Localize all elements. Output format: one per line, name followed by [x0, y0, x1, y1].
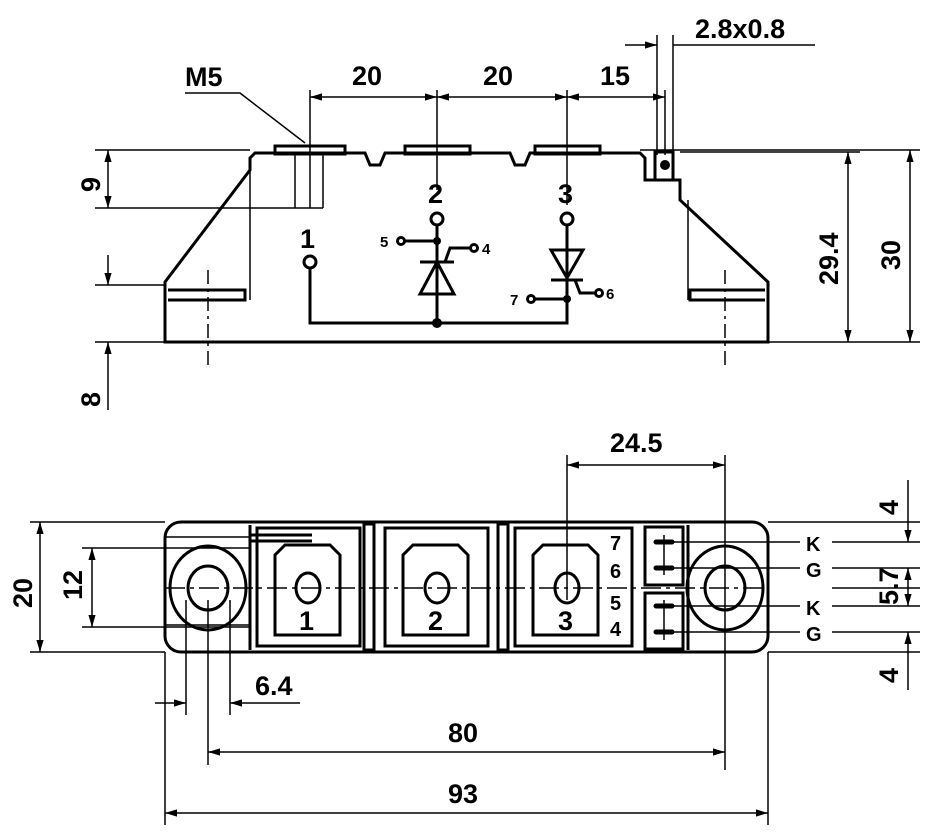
- mount-slot-right: [688, 288, 765, 302]
- terminal-3-label-top: 3: [558, 606, 573, 636]
- terminal-2-node: [429, 211, 445, 227]
- mount-slot-left: [168, 288, 247, 302]
- pin-5-number: 5: [610, 593, 621, 615]
- terminal-2-label-top: 2: [428, 606, 443, 636]
- pin-4-function: G: [806, 624, 822, 646]
- terminal-1-node: [302, 254, 318, 270]
- dim-pitch-2: 20: [483, 61, 513, 91]
- terminal-block-2: 2: [383, 526, 490, 648]
- terminal-3-node: [559, 211, 575, 227]
- pin-6-label: 6: [606, 286, 614, 303]
- dim-6-4: 6.4: [255, 671, 293, 701]
- pin-5-function: K: [806, 598, 821, 620]
- thyristor-2-symbol: [548, 248, 586, 282]
- thread-label: M5: [185, 62, 223, 92]
- pin-4-number: 4: [610, 619, 622, 641]
- gate-tab: [653, 150, 675, 182]
- dim-4-bottom: 4: [874, 668, 904, 683]
- side-view: 1 2 3 5 4 6 7 20: [76, 14, 920, 410]
- gate-tab-hole: [660, 160, 670, 170]
- pin-5-label: 5: [380, 234, 388, 251]
- pin-7-number: 7: [610, 533, 621, 555]
- module-outline-top: [163, 520, 770, 654]
- terminal-block-1: 1: [250, 526, 362, 648]
- thyristor-1-symbol: [417, 258, 457, 296]
- dim-pitch-1: 20: [352, 61, 382, 91]
- dim-5-7: 5.7: [874, 567, 904, 605]
- pin-7-function: K: [806, 534, 821, 556]
- gate-connector-lower: [643, 591, 685, 651]
- separator: [362, 522, 376, 652]
- dim-20: 20: [8, 578, 38, 608]
- dim-93: 93: [448, 779, 478, 809]
- terminal-3-label: 3: [558, 179, 573, 209]
- top-view: 1 2 3 7 6 5 4 K G: [8, 428, 920, 825]
- dim-pitch-3: 15: [600, 61, 630, 91]
- module-body-outline: [163, 151, 770, 344]
- pin-4-label: 4: [482, 241, 491, 258]
- separator: [496, 522, 510, 652]
- terminal-1-label-top: 1: [299, 606, 314, 636]
- dim-8: 8: [76, 392, 106, 407]
- circuit-schematic: 1 2 3 5 4 6 7: [300, 179, 614, 328]
- dim-4-top: 4: [874, 500, 904, 515]
- dim-30: 30: [876, 240, 906, 270]
- dim-29-4: 29.4: [814, 232, 844, 285]
- pin-7-label: 7: [510, 292, 518, 309]
- terminal-1-label: 1: [300, 224, 315, 254]
- dim-12: 12: [58, 570, 88, 600]
- gate-connector-upper: [643, 525, 685, 587]
- dim-tab-size: 2.8x0.8: [695, 14, 785, 44]
- terminal-2-label: 2: [428, 179, 443, 209]
- pin-6-function: G: [806, 560, 822, 582]
- dim-9: 9: [76, 177, 106, 192]
- dim-80: 80: [448, 718, 478, 748]
- dim-24-5: 24.5: [610, 428, 663, 458]
- pin-6-number: 6: [610, 561, 621, 583]
